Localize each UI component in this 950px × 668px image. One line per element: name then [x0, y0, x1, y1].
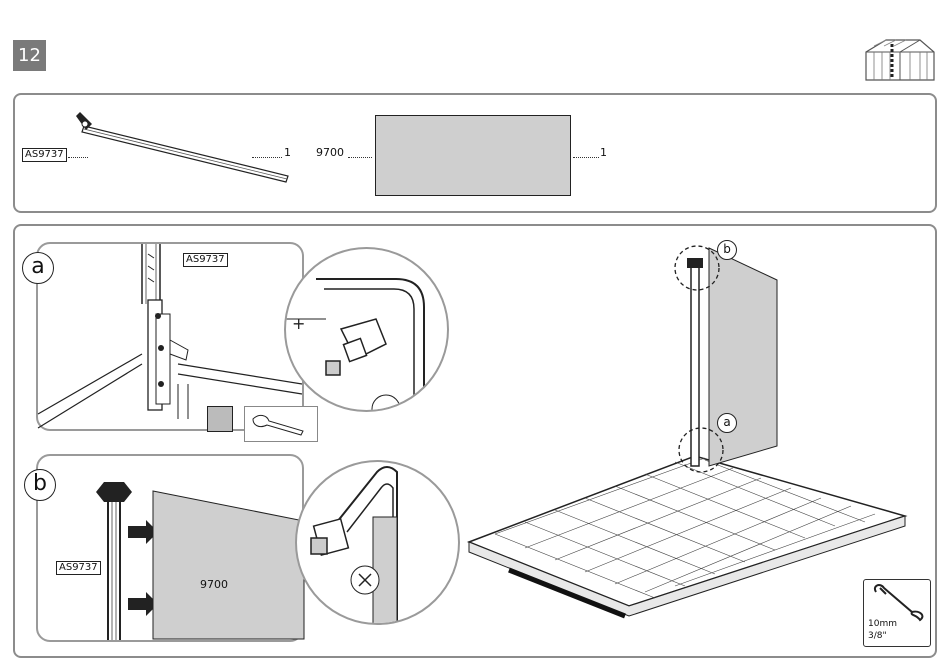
detail-a-drawing [38, 244, 302, 429]
assembly-callout-b: b [717, 240, 737, 260]
leader-dots [573, 157, 599, 158]
panel-9700-label: 9700 [200, 578, 228, 591]
ridge-profile-drawing [70, 108, 295, 188]
detail-a-part-code: AS9737 [183, 253, 228, 267]
part-qty: 1 [600, 147, 607, 159]
part-qty: 1 [284, 147, 291, 159]
assembly-drawing [465, 240, 925, 620]
panel-9700-sheet [153, 491, 304, 639]
wrench-icon [870, 584, 926, 620]
tool-box: 10mm 3/8" [863, 579, 931, 647]
panel-9700-swatch [375, 115, 571, 196]
tool-size-imperial: 3/8" [868, 631, 887, 641]
assembly-callout-a: a [717, 413, 737, 433]
detail-a-zoom: + [284, 247, 449, 412]
leader-dots [252, 157, 282, 158]
detail-b-part-code: AS9737 [56, 561, 101, 575]
nut-icon [207, 406, 233, 432]
greenhouse-icon [862, 34, 938, 84]
detail-a-callout: a [22, 252, 54, 284]
wrench-hand-icon [244, 406, 318, 442]
leader-dots [348, 157, 372, 158]
svg-text:+: + [292, 314, 305, 333]
leader-dots [68, 157, 88, 158]
detail-b-zoom [295, 460, 460, 625]
part-code-9700: 9700 [316, 147, 344, 159]
part-code-as9737: AS9737 [22, 148, 67, 162]
detail-b-callout: b [24, 469, 56, 501]
tool-size-metric: 10mm [868, 619, 897, 629]
step-number: 12 [13, 40, 46, 71]
